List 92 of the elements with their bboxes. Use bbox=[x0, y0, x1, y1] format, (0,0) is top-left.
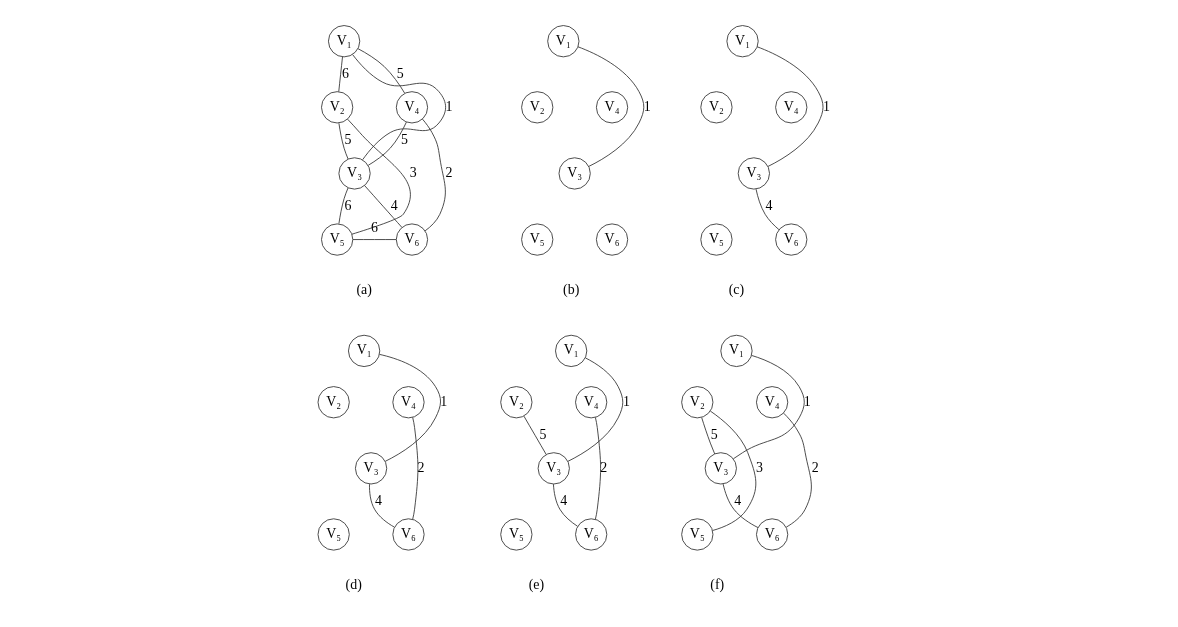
node-circle: V₃ bbox=[704, 452, 737, 485]
edge-label: 2 bbox=[417, 459, 425, 475]
node-circle: V₅ bbox=[321, 223, 354, 256]
node-circle: V₄ bbox=[756, 386, 789, 419]
node-circle: V₁ bbox=[555, 334, 588, 367]
connector bbox=[701, 417, 716, 455]
label: (d) bbox=[345, 577, 362, 593]
connector bbox=[783, 412, 812, 528]
connector bbox=[422, 118, 446, 232]
edge-label: 5 bbox=[401, 131, 409, 147]
node-circle: V₄ bbox=[392, 386, 425, 419]
connector bbox=[412, 417, 419, 520]
connector bbox=[347, 118, 411, 235]
node-circle: V₄ bbox=[595, 91, 629, 124]
connector bbox=[369, 483, 395, 528]
node-circle: V₂ bbox=[521, 91, 554, 124]
node-circle: V₆ bbox=[595, 223, 629, 256]
connector bbox=[722, 483, 759, 529]
node-circle: V₄ bbox=[575, 386, 608, 419]
node-circle: V₂ bbox=[700, 91, 733, 124]
edge-label: 1 bbox=[803, 393, 811, 409]
connector bbox=[338, 187, 349, 225]
node-circle: V₆ bbox=[392, 518, 425, 551]
node-circle: V₂ bbox=[321, 91, 354, 124]
node-circle: V₆ bbox=[575, 518, 608, 551]
node-circle: V₁ bbox=[328, 25, 361, 58]
edge-label: 6 bbox=[371, 220, 379, 236]
node-circle: V₅ bbox=[521, 223, 554, 256]
connector bbox=[357, 48, 406, 94]
connector bbox=[756, 46, 824, 167]
node-circle: V₅ bbox=[700, 223, 733, 256]
connector bbox=[367, 121, 407, 166]
node-circle: V₁ bbox=[547, 25, 580, 58]
node-circle: V₄ bbox=[775, 91, 808, 124]
node-circle: V₆ bbox=[756, 518, 789, 551]
edge-label: 4 bbox=[390, 197, 398, 213]
connector bbox=[594, 417, 602, 520]
connector bbox=[352, 54, 447, 161]
edge-label: 3 bbox=[756, 459, 763, 475]
edge-label: 2 bbox=[445, 164, 453, 180]
node-circle: V₆ bbox=[395, 223, 429, 256]
node-circle: V₅ bbox=[317, 518, 350, 551]
connector bbox=[338, 122, 349, 160]
node-circle: V₂ bbox=[681, 386, 714, 419]
edge-label: 6 bbox=[344, 197, 352, 213]
label: (b) bbox=[563, 282, 580, 298]
connector bbox=[523, 415, 547, 455]
edge-label: 5 bbox=[539, 426, 547, 442]
edge-label: 1 bbox=[622, 393, 630, 409]
node-circle: V₃ bbox=[355, 452, 388, 485]
connector bbox=[567, 357, 624, 462]
node-circle: V₃ bbox=[537, 452, 570, 485]
edge-label: 1 bbox=[445, 98, 453, 114]
edge-label: 2 bbox=[811, 459, 819, 475]
connector bbox=[553, 483, 579, 527]
label: (c) bbox=[728, 282, 745, 298]
connector bbox=[364, 185, 403, 228]
label: (f) bbox=[710, 577, 725, 593]
connector bbox=[338, 56, 343, 93]
label: (e) bbox=[528, 577, 545, 593]
edge-label: 1 bbox=[440, 393, 448, 409]
node-circle: V₃ bbox=[737, 157, 770, 190]
edge-label: 2 bbox=[600, 459, 608, 475]
connector bbox=[755, 188, 780, 231]
edge-label: 5 bbox=[396, 65, 404, 81]
node-circle: V₃ bbox=[558, 157, 591, 190]
edge-label: 3 bbox=[409, 164, 417, 180]
edge-label: 1 bbox=[823, 98, 830, 114]
connector bbox=[577, 46, 645, 167]
edge-label: 4 bbox=[560, 492, 568, 508]
connector bbox=[352, 239, 397, 240]
node-circle: V₅ bbox=[500, 518, 533, 551]
edge-label: 5 bbox=[344, 131, 352, 147]
node-circle: V₁ bbox=[726, 25, 759, 58]
edge-label: 4 bbox=[374, 492, 382, 508]
node-circle: V₁ bbox=[348, 334, 381, 367]
connector bbox=[379, 353, 441, 462]
edge-label: 4 bbox=[734, 492, 742, 508]
edge-label: 4 bbox=[765, 197, 773, 213]
connector bbox=[732, 355, 805, 460]
node-circle: V₄ bbox=[395, 91, 429, 124]
edge-label: 6 bbox=[341, 65, 349, 81]
connector bbox=[709, 410, 757, 531]
node-circle: V₆ bbox=[775, 223, 808, 256]
node-circle: V₂ bbox=[317, 386, 350, 419]
node-circle: V₅ bbox=[681, 518, 714, 551]
label: (a) bbox=[356, 282, 372, 298]
edge-label: 1 bbox=[643, 98, 651, 114]
node-circle: V₂ bbox=[500, 386, 533, 419]
node-circle: V₃ bbox=[338, 157, 371, 190]
node-circle: V₁ bbox=[720, 334, 753, 367]
edge-label: 5 bbox=[710, 426, 718, 442]
